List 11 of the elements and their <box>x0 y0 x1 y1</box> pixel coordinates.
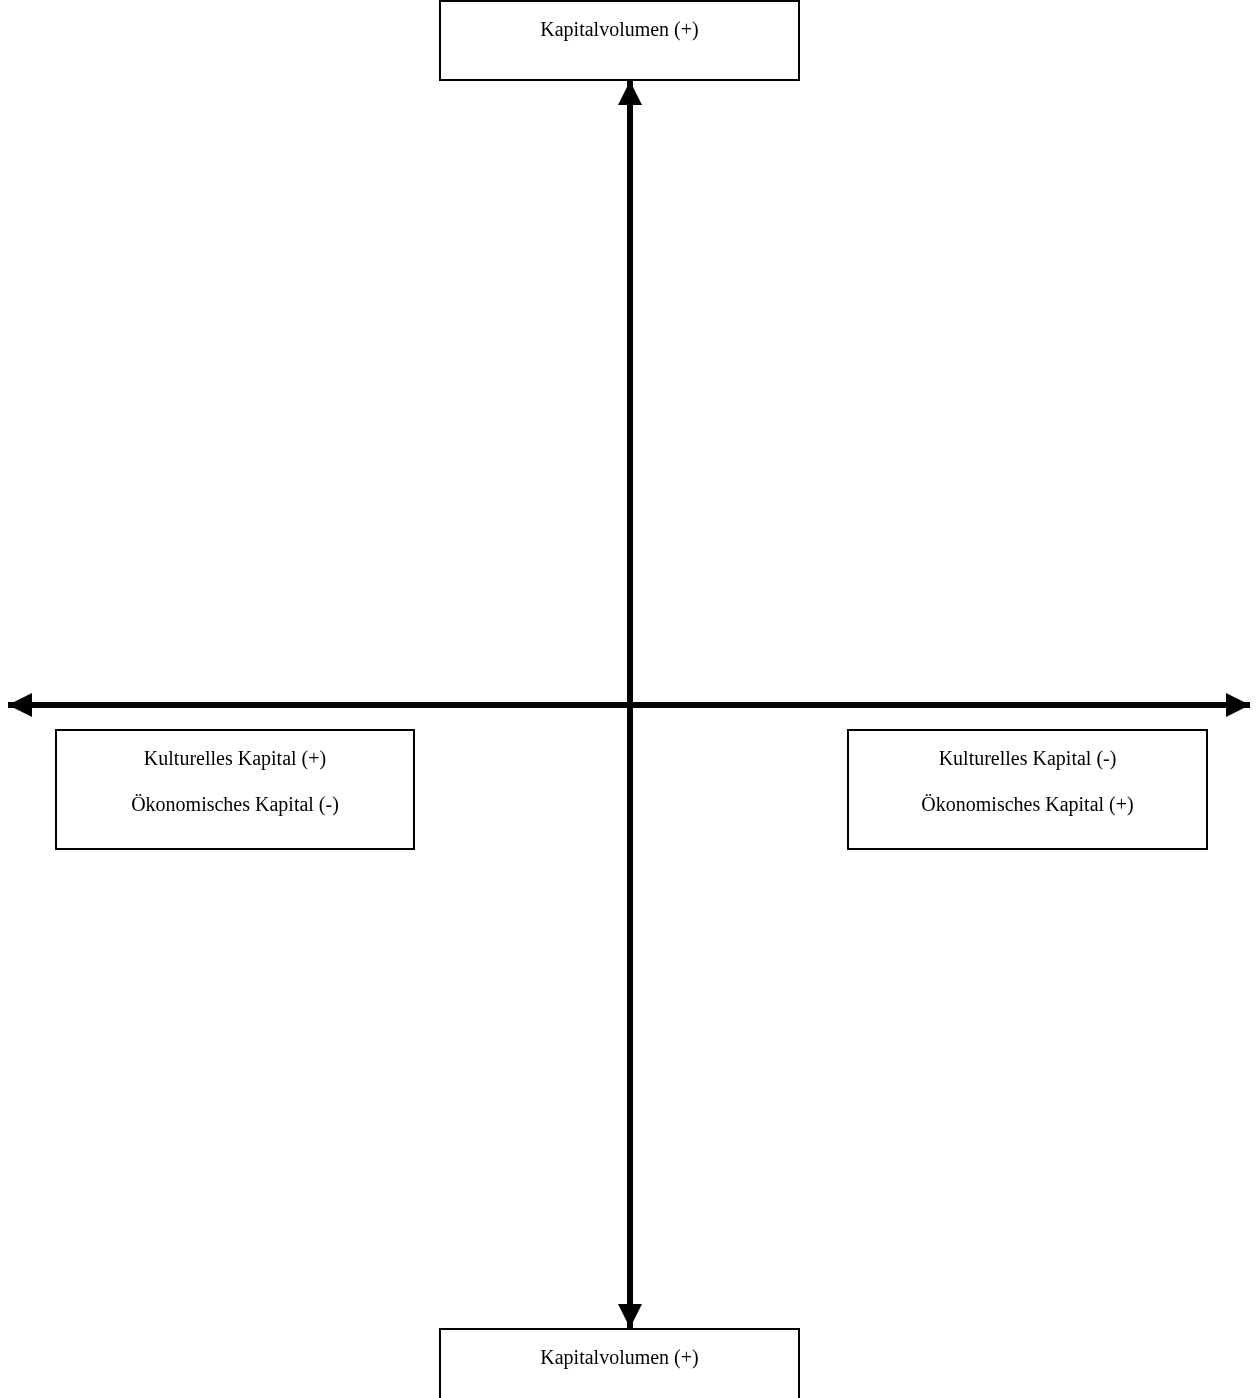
box-label: Kapitalvolumen (+) <box>539 1345 700 1370</box>
box-label: Kulturelles Kapital (-) <box>937 746 1118 771</box>
box-label: Ökonomisches Kapital (-) <box>130 792 340 817</box>
label-box <box>55 729 415 850</box>
double-arrow <box>618 81 642 1328</box>
label-box <box>439 1328 800 1398</box>
box-label: Kulturelles Kapital (+) <box>142 746 328 771</box>
box-label: Ökonomisches Kapital (+) <box>920 792 1135 817</box>
label-box <box>847 729 1208 850</box>
box-label: Kapitalvolumen (+) <box>539 17 700 42</box>
label-box <box>439 0 800 81</box>
